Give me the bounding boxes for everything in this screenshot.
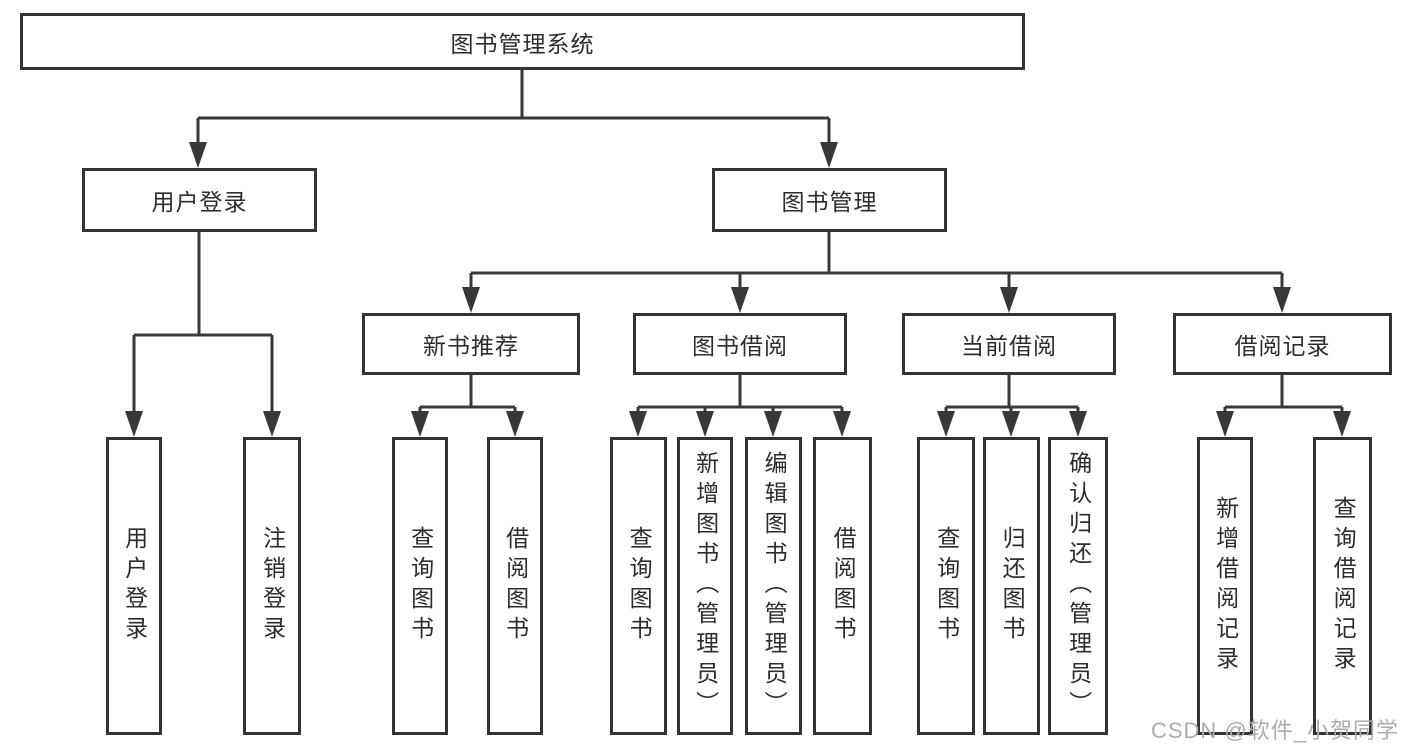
leaf-confirm-return-admin: 确认归还（管理员）: [1048, 437, 1108, 735]
leaf-label: 查询图书: [407, 526, 434, 646]
leaf-label: 注销登录: [259, 526, 286, 646]
leaf-label: 查询借阅记录: [1330, 496, 1357, 676]
leaf-label: 确认归还（管理员）: [1065, 451, 1092, 721]
leaf-return-books: 归还图书: [983, 437, 1040, 735]
leaf-user-login: 用户登录: [106, 437, 162, 735]
node-current-borrow: 当前借阅: [902, 313, 1116, 375]
leaf-label: 查询图书: [933, 526, 960, 646]
leaf-query-books-current: 查询图书: [917, 437, 975, 735]
leaf-borrow-books: 借阅图书: [813, 437, 872, 735]
node-borrow-records: 借阅记录: [1173, 313, 1392, 375]
leaf-label: 新增图书（管理员）: [692, 451, 719, 721]
node-root-system: 图书管理系统: [20, 13, 1025, 70]
leaf-add-books-admin: 新增图书（管理员）: [677, 437, 733, 735]
leaf-label: 用户登录: [121, 526, 148, 646]
node-book-borrow: 图书借阅: [633, 313, 847, 375]
leaf-query-books-recommend: 查询图书: [392, 437, 448, 735]
leaf-add-borrow-record: 新增借阅记录: [1197, 437, 1253, 735]
leaf-logout: 注销登录: [243, 437, 301, 735]
csdn-watermark: CSDN @软件_小贺同学: [1150, 718, 1399, 743]
leaf-label: 查询图书: [626, 526, 653, 646]
leaf-query-borrow-record: 查询借阅记录: [1313, 437, 1372, 735]
leaf-label: 归还图书: [999, 526, 1026, 646]
leaf-label: 借阅图书: [502, 526, 529, 646]
node-book-management: 图书管理: [712, 168, 947, 232]
leaf-label: 编辑图书（管理员）: [761, 451, 788, 721]
leaf-edit-books-admin: 编辑图书（管理员）: [745, 437, 802, 735]
leaf-query-books-borrow: 查询图书: [610, 437, 667, 735]
leaf-label: 新增借阅记录: [1212, 496, 1239, 676]
node-new-book-recommend: 新书推荐: [362, 313, 580, 375]
node-user-login: 用户登录: [82, 168, 317, 232]
leaf-label: 借阅图书: [830, 526, 857, 646]
leaf-borrow-books-recommend: 借阅图书: [487, 437, 543, 735]
